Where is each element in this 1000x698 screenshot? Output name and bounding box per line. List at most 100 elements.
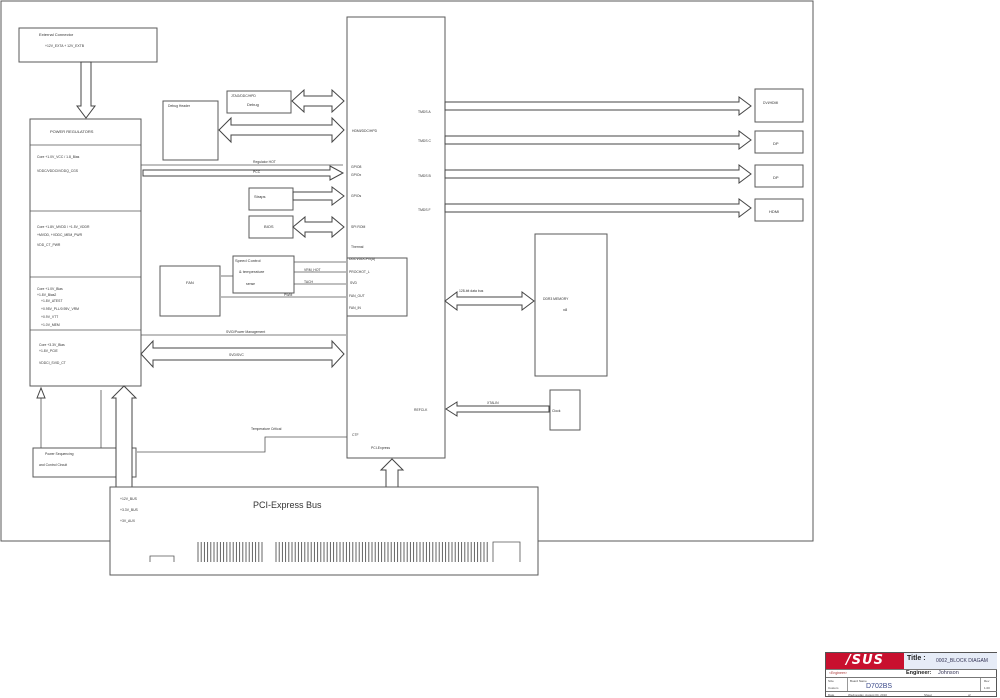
external-connector-block: External Connector +12V_EXTA + 12V_EXTB [18,27,158,63]
board-row: Size Custom Board Name D702BS Rev 1.00 [826,677,997,692]
arrow-debug-hdmi [218,116,345,144]
pin-fan-in: FAN_IN [349,306,361,310]
arrow-pcie-to-regs [110,385,138,488]
preg-s3-l5: +0.9V_VTT [41,315,58,319]
pin-gpio8: GPIO8 [351,165,361,169]
memory-line2: x8 [563,307,568,312]
preg-s4-l3: VDDCI_SVID_CT [39,361,66,365]
memory-block: DDR3 MEMORY x8 [534,233,608,377]
power-seq-line2: and Control Circuit [39,463,67,467]
regulator-hot-label: Regulator HOT [253,160,276,164]
size-label: Size [828,679,834,683]
title-value: 0002_BLOCK DIAGAM [936,658,988,664]
memory-bus-label: 128-bit data bus [459,289,484,293]
arrow-pcie-to-gpu [379,458,405,488]
debug-header-label: Debug Header [168,104,191,108]
pin-tmds-c: TMDS C [418,139,432,143]
asus-logo: /SUS [826,653,905,669]
arrow-clock [445,401,550,417]
preg-s2-l1: Core +1.8V_MVDD / +1.5V_VDDR [37,225,90,229]
vrm-hot-label: VRM_HOT [304,268,321,272]
straps-block: Straps [248,187,294,211]
engineer-row: <Engineer> Engineer: Johnson [826,669,997,678]
arrow-tmds-f [444,198,752,218]
title-block: /SUS Title : 0002_BLOCK DIAGAM <Engineer… [825,652,997,697]
pin-gpiox: GPIOx [351,173,361,177]
asus-logo-text: /SUS [845,653,885,668]
speed-control-block: Speed Control & temperature sense [232,255,295,294]
output-dvi-hdmi-label: DVI/HDMI [763,101,778,105]
pin-refclk: REFCLK [414,408,428,412]
pin-pcie: PCI-Express [371,446,390,450]
rev-label: Rev [984,679,990,683]
jtag-line2: Debug [247,102,259,107]
speed-control-l2: & temperature [239,269,265,274]
pin-svd: SVD [350,281,358,285]
pcc-label: PCC [253,170,261,174]
tach-label: TACH [304,280,314,284]
output-dp1-label: DP [773,141,779,146]
jtag-block: JTAG/DDC/HPD Debug [226,90,292,114]
board-value: D702BS [866,683,893,690]
pin-ddc-vddcf: DDCVDDCFG(A) [349,257,375,261]
pwm-label: PWM [284,293,292,297]
date-label: Date [828,693,835,697]
pin-ctf: CTF [352,433,359,437]
sheet-label: Sheet [924,693,932,697]
arrow-seq-head [36,386,46,399]
svd-svc-label: SVD/SVC [229,353,244,357]
pcie-rail-3: +3V_AUX [120,519,136,523]
external-connector-detail: +12V_EXTA + 12V_EXTB [45,44,85,48]
external-connector-title: External Connector [39,32,74,37]
bios-label: BIOS [264,224,274,229]
output-dp2-label: DP [773,175,779,180]
preg-s2-l2: +MVDD, +VDDC_MEM_PWR [37,233,83,237]
date-value: Wednesday, August 04, 2010 [848,693,887,697]
gpu-block: HDMI/DDC/HPD GPIO8 GPIOx GPIOs SPI ROM T… [346,16,446,459]
rev-value: 1.00 [984,686,990,690]
line-temperature-critical [137,436,347,453]
svid-label: SVID/Power Management [226,330,265,334]
pin-gpios: GPIOs [351,194,361,198]
output-hdmi-label: HDMI [769,209,779,214]
preg-s4-l2: +1.8V_PCIE [39,349,58,353]
preg-s4-l1: Core +3.3V_Bias [39,343,65,347]
power-regulators-block: POWER REGULATORS Core +1.0V_VCC / 1.8_Bi… [29,118,142,387]
memory-line1: DDR3 MEMORY [543,297,569,301]
fan-block: FAN [159,265,221,317]
size-value: Custom [828,686,839,690]
pin-hdmi-ddc: HDMI/DDC/HPD [352,129,378,133]
arrow-tmds-a [444,96,752,116]
jtag-line1: JTAG/DDC/HPD [231,94,256,98]
pcie-rail-1: +12V_BUS [120,497,138,501]
title-cell: Title : 0002_BLOCK DIAGAM [904,653,997,669]
pin-tmds-a: TMDS A [418,110,431,114]
pin-tmds-b: TMDS B [418,174,432,178]
temperature-critical-label: Temperature Critical [251,427,282,431]
arrow-jtag [291,88,345,114]
arrow-regulator-hot [142,165,345,181]
pcie-bus-block: PCI-Express Bus +12V_BUS +3.3V_BUS +3V_A… [109,486,539,576]
preg-s1-l1: Core +1.0V_VCC / 1.8_Bias [37,155,80,159]
footer-row: Date Wednesday, August 04, 2010 Sheet of [826,691,997,698]
pcie-edge-fingers [197,542,488,562]
output-dp-2: DP [754,164,804,188]
pcie-rail-2: +3.3V_BUS [120,508,139,512]
fan-label: FAN [186,280,194,285]
output-dp-1: DP [754,130,804,154]
speed-control-l3: sense [246,282,255,286]
pin-spi-rom: SPI ROM [351,225,365,229]
arrow-ext-to-power [76,61,96,119]
preg-s3-l2: +1.8V_Bias2 [37,293,56,297]
arrow-straps [292,186,345,206]
preg-s3-l3: +1.8V_ATEST [41,299,63,303]
pin-tmds-f: TMDS F [418,208,431,212]
preg-s1-l2: VDDC/VDDCI/VDDQ_CGS [37,169,79,173]
debug-header-block: Debug Header [162,100,219,161]
of-label: of [968,693,971,697]
clock-block: Clock [549,389,581,431]
output-hdmi: HDMI [754,198,804,222]
arrow-tmds-c [444,130,752,150]
speed-control-l1: Speed Control [235,258,261,263]
output-dvi-hdmi: DVI/HDMI [754,88,804,123]
